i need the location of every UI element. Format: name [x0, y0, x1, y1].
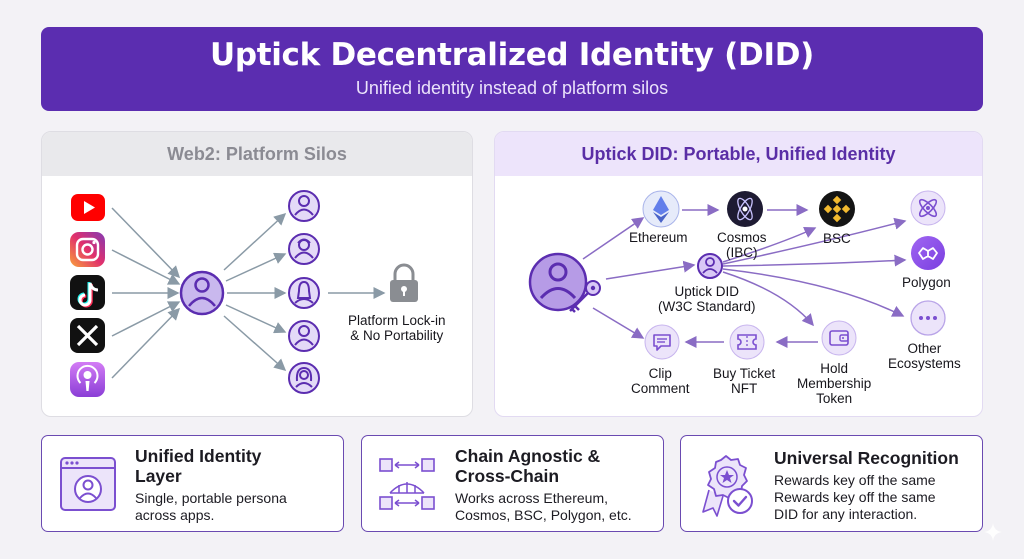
- buy-ticket-label: Buy Ticket NFT: [713, 366, 776, 396]
- outbound-arrows: [223, 212, 386, 371]
- clip-comment-label: Clip Comment: [631, 366, 690, 396]
- polygon-icon: [911, 236, 945, 270]
- card-title: Chain Agnostic & Cross-Chain: [455, 446, 601, 486]
- card-title: Universal Recognition: [774, 448, 959, 468]
- instagram-icon: [70, 232, 105, 267]
- bsc-label: BSC: [823, 231, 851, 246]
- cosmos-label: Cosmos (IBC): [717, 230, 767, 260]
- uptick-did-panel: Uptick DID: Portable, Unified Identity: [494, 131, 983, 417]
- web2-diagram: [70, 190, 418, 397]
- comment-icon: [644, 324, 680, 360]
- web2-panel-heading: Web2: Platform Silos: [42, 132, 472, 176]
- cross-chain-icon: [379, 458, 435, 510]
- silo-profile-avatar: [288, 190, 320, 222]
- other-ecosystems-label: Other Ecosystems: [888, 341, 961, 371]
- other-ecosystems-icon: [910, 300, 946, 336]
- central-user-avatar: [179, 270, 225, 316]
- sparkle-icon: [984, 523, 1002, 541]
- wallet-icon: [821, 320, 857, 356]
- unified-identity-card: Unified Identity Layer Single, portable …: [41, 435, 344, 532]
- browser-profile-icon: [60, 457, 116, 511]
- page-title: Uptick Decentralized Identity (DID): [209, 37, 815, 73]
- bsc-icon: [819, 191, 855, 227]
- did-diagram: [528, 190, 946, 360]
- header-banner: Uptick Decentralized Identity (DID) Unif…: [41, 27, 983, 111]
- silo-profile-avatar: [288, 362, 320, 394]
- did-user-avatar: [528, 252, 588, 312]
- ethereum-icon: [642, 190, 680, 228]
- lock-icon: [390, 263, 418, 302]
- ticket-icon: [729, 324, 765, 360]
- card-description: Rewards key off the same Rewards key off…: [774, 472, 936, 522]
- youtube-icon: [71, 194, 105, 221]
- x-icon: [70, 318, 105, 353]
- uptick-did-node-icon: [697, 253, 723, 279]
- tiktok-icon: [70, 275, 105, 310]
- did-panel-heading: Uptick DID: Portable, Unified Identity: [495, 132, 982, 176]
- polygon-label: Polygon: [902, 275, 951, 290]
- inbound-arrows: [111, 207, 181, 379]
- cosmos-icon: [727, 191, 763, 227]
- membership-label: Hold Membership Token: [797, 361, 872, 406]
- atom-icon: [910, 190, 946, 226]
- card-description: Single, portable persona across apps.: [135, 490, 287, 523]
- silo-profile-avatar: [288, 320, 320, 352]
- silo-profile-avatar: [288, 233, 320, 265]
- card-title: Unified Identity Layer: [135, 446, 262, 486]
- web2-silos-panel: Web2: Platform Silos: [41, 131, 473, 417]
- silo-profile-avatar: [288, 277, 320, 309]
- key-icon: [569, 280, 601, 313]
- page-subtitle: Unified identity instead of platform sil…: [355, 78, 669, 98]
- did-arrows: [582, 204, 907, 348]
- lock-in-label: Platform Lock-in & No Portability: [348, 313, 446, 343]
- universal-recognition-card: Universal Recognition Rewards key off th…: [680, 435, 983, 532]
- chain-agnostic-card: Chain Agnostic & Cross-Chain Works acros…: [361, 435, 664, 532]
- card-description: Works across Ethereum, Cosmos, BSC, Poly…: [455, 490, 632, 523]
- podcasts-icon: [70, 362, 105, 397]
- badge-check-icon: [702, 455, 753, 517]
- ethereum-label: Ethereum: [629, 230, 688, 245]
- uptick-did-label: Uptick DID (W3C Standard): [658, 284, 756, 314]
